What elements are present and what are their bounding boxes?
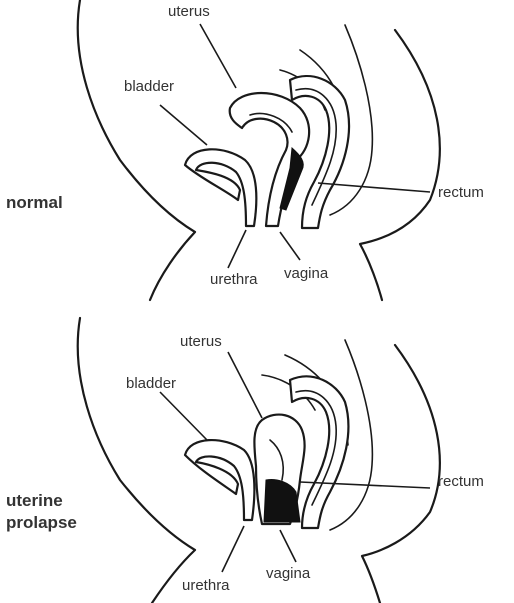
sacrum-line-4 (329, 339, 374, 531)
uterus-cavity-2 (269, 439, 285, 481)
leader-uterus-normal (199, 23, 237, 89)
leader-bladder-normal (159, 104, 208, 146)
label-rectum-prolapse: rectum (438, 473, 484, 490)
label-bladder-prolapse: bladder (126, 375, 176, 392)
body-outline-back-2 (360, 343, 441, 603)
body-outline-back (358, 28, 441, 302)
leader-vagina-normal (279, 231, 301, 261)
bladder-shape-2 (183, 438, 256, 522)
uterus-cervix-dark-2 (263, 479, 301, 523)
label-rectum-normal: rectum (438, 184, 484, 201)
label-bladder-normal: bladder (124, 78, 174, 95)
panel-prolapse: uterus bladder rectum urethra vagina ute… (6, 316, 484, 603)
label-uterus-normal: uterus (168, 3, 210, 20)
panel-normal: uterus bladder rectum urethra vagina nor… (6, 0, 484, 302)
uterus-cervix-dark (279, 146, 304, 211)
leader-rectum-prolapse (299, 481, 431, 489)
leader-rectum-normal (317, 182, 431, 193)
panel-title-prolapse-line2: prolapse (6, 513, 77, 532)
rectum-inner (295, 87, 337, 206)
leader-bladder-prolapse (159, 391, 208, 441)
panel-title-normal: normal (6, 193, 63, 212)
bladder-shape (183, 148, 258, 228)
leader-vagina-prolapse (279, 529, 297, 563)
panel-title-prolapse-line1: uterine (6, 491, 63, 510)
label-urethra-prolapse: urethra (182, 577, 230, 594)
label-uterus-prolapse: uterus (180, 333, 222, 350)
body-outline-front (76, 0, 197, 302)
uterus-cavity (249, 112, 293, 133)
label-vagina-prolapse: vagina (266, 565, 311, 582)
leader-urethra-normal (227, 229, 247, 269)
label-urethra-normal: urethra (210, 271, 258, 288)
rectum-inner-2 (295, 389, 337, 506)
body-outline-front-2 (76, 316, 197, 603)
leader-uterus-prolapse (227, 351, 263, 419)
leader-urethra-prolapse (221, 525, 245, 573)
label-vagina-normal: vagina (284, 265, 329, 282)
sacrum-line-1 (329, 24, 374, 216)
